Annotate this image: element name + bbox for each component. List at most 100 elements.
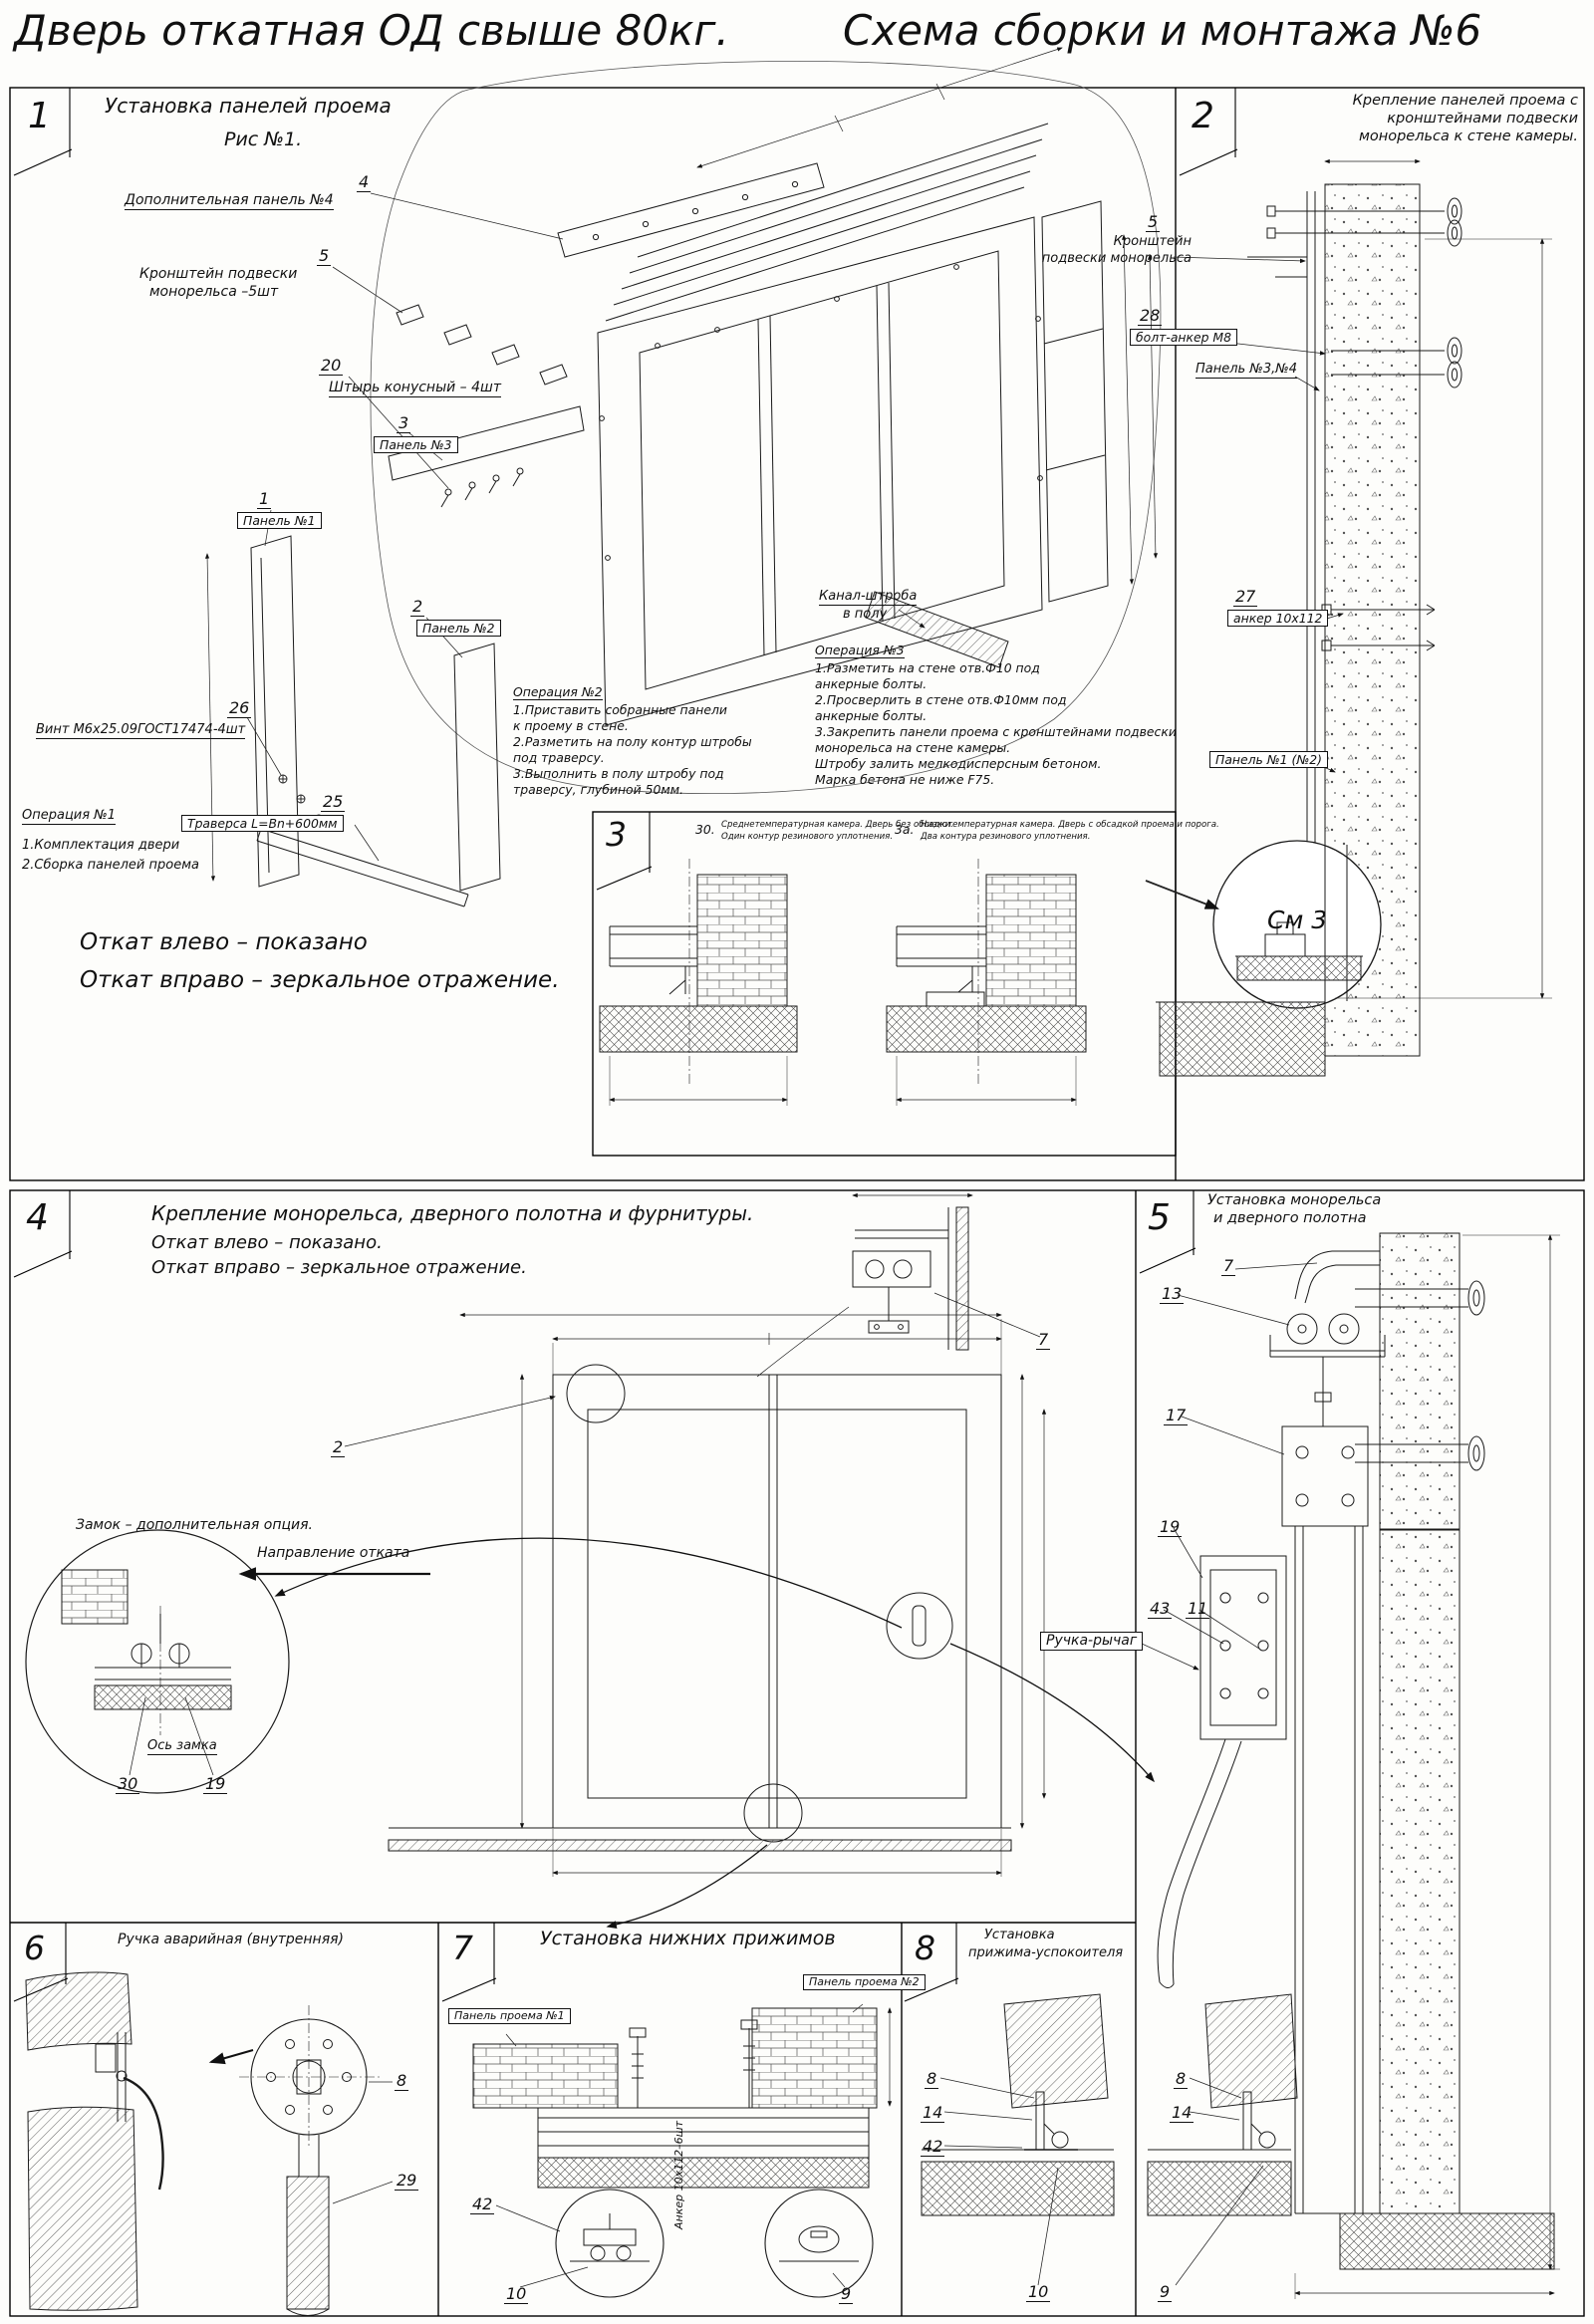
- s1-op3-line3: 2.Просверлить в стене отв.Ф10мм под: [815, 692, 1067, 707]
- section-3-number: 3: [606, 815, 627, 854]
- s1-op2-line6: траверсу, глубиной 50мм.: [513, 782, 684, 797]
- s6-callout-8: 8: [395, 2071, 409, 2092]
- s7-title: Установка нижних прижимов: [540, 1928, 836, 1949]
- s8-right-callout-9: 9: [1158, 2282, 1173, 2303]
- s8-title-1: Установка: [984, 1928, 1055, 1942]
- s2-title-line0: Крепление панелей проема с: [1352, 93, 1578, 109]
- s4-callout-2: 2: [331, 1437, 346, 1458]
- s4-door-drawing: [25, 1206, 1012, 1852]
- s5-callout-17: 17: [1164, 1406, 1189, 1426]
- s6-arrow: [208, 2049, 254, 2065]
- s1-op2-line5: 3.Выполнить в полу штробу под: [513, 766, 724, 781]
- s5-callout-43: 43: [1148, 1599, 1173, 1620]
- s1-op1-line1: 1.Комплектация двери: [22, 838, 180, 853]
- s1-callout-3: 3: [397, 413, 411, 434]
- s3-right-id: 3а.: [895, 822, 915, 837]
- s1-op3-line0: Операция №3: [815, 643, 905, 659]
- s2-wall-drawing: [1156, 183, 1462, 1077]
- s8-left-callout-10: 10: [1026, 2282, 1051, 2303]
- s4-callout-7: 7: [1036, 1330, 1051, 1351]
- s1-callout-26: 26: [227, 698, 252, 719]
- s2-label-panel12: Панель №1 (№2): [1209, 751, 1328, 769]
- s4-title: Крепление монорельса, дверного полотна и…: [151, 1201, 754, 1225]
- s2-dimensions: [1324, 158, 1552, 999]
- s1-callout-1: 1: [257, 489, 272, 510]
- s8-left-callout-14: 14: [921, 2103, 945, 2124]
- s2-label-bolt-anchor: болт-анкер М8: [1130, 329, 1238, 347]
- s1-op2-line4: под траверсу.: [513, 750, 605, 765]
- s5-callout-7: 7: [1221, 1256, 1236, 1277]
- s1-op1-line0: Операция №1: [22, 808, 116, 826]
- s5-handle-label: Ручка-рычаг: [1040, 1632, 1144, 1652]
- s4-sub1: Откат влево – показано.: [151, 1232, 383, 1253]
- s6-leaders: [332, 2081, 394, 2204]
- s1-op3-line5: 3.Закрепить панели проема с кронштейнами…: [815, 724, 1177, 739]
- s5-title-2: и дверного полотна: [1213, 1210, 1367, 1226]
- s1-op3-line6: монорельса на стене камеры.: [815, 740, 1011, 755]
- s7-callout-42: 42: [470, 2195, 495, 2215]
- s1-op3-line8: Марка бетона не ниже F75.: [815, 772, 995, 787]
- s1-callout-4: 4: [357, 172, 372, 193]
- s6-title: Ручка аварийная (внутренняя): [118, 1932, 345, 1947]
- s1-op2-line3: 2.Разметить на полу контур штробы: [513, 734, 752, 749]
- s6-callout-29: 29: [395, 2171, 419, 2192]
- s1-callout-5: 5: [317, 246, 332, 267]
- s1-op2-line0: Операция №2: [513, 684, 603, 701]
- section-5-number: 5: [1148, 1197, 1171, 1238]
- section-7-number: 7: [452, 1929, 473, 1967]
- s1-op3-line4: анкерные болты.: [815, 708, 928, 723]
- s1-label-panel1: Панель №1: [237, 512, 322, 530]
- s1-note1: Откат влево – показано: [80, 929, 368, 955]
- section-8-number: 8: [915, 1929, 935, 1967]
- s8-title-2: прижима-успокоителя: [968, 1945, 1124, 1960]
- s2-label-bracket-1: Кронштейн: [1113, 234, 1192, 249]
- s3-dimensions: [609, 1056, 1077, 1106]
- s4-lock-axis-label: Ось замка: [147, 1738, 217, 1756]
- s8-left-callout-42: 42: [921, 2137, 945, 2158]
- s5-leaders: [1141, 1262, 1318, 1671]
- section-2-number: 2: [1192, 96, 1214, 136]
- s1-callout-25: 25: [321, 792, 346, 813]
- s1-op2-line2: к проему в стене.: [513, 718, 629, 733]
- s1-label-panel4: Дополнительная панель №4: [125, 192, 334, 211]
- s4-leaders: [129, 1292, 1041, 1776]
- s2-label-panel34: Панель №3,№4: [1196, 362, 1298, 380]
- s1-label-panel3: Панель №3: [374, 436, 458, 454]
- s2-callout-28: 28: [1138, 306, 1163, 327]
- s3-details: [599, 859, 1087, 1086]
- s3-left-note-1: Один контур резинового уплотнения.: [721, 832, 894, 842]
- s3-right-note-1: Два контура резинового уплотнения.: [921, 832, 1091, 842]
- s8-right-callout-8: 8: [1174, 2069, 1189, 2090]
- s4-callout-30: 30: [116, 1774, 140, 1795]
- s8-damper-drawing: [921, 1993, 1298, 2216]
- s1-op3-line2: анкерные болты.: [815, 676, 928, 691]
- s1-label-screw: Винт М6х25.09ГОСТ17474-4шт: [36, 722, 246, 740]
- s1-op3-line7: Штробу залить мелкодисперсным бетоном.: [815, 756, 1102, 771]
- s2-title-line1: кронштейнами подвески: [1387, 111, 1578, 127]
- s1-op1-line2: 2.Сборка панелей проема: [22, 858, 199, 873]
- s2-label-anchor: анкер 10х112: [1227, 610, 1329, 628]
- s6-handle-drawing: [25, 1971, 381, 2316]
- section-6-number: 6: [24, 1929, 45, 1967]
- s2-callout-27: 27: [1233, 587, 1258, 608]
- s7-panel2-label: Панель проема №2: [803, 1974, 926, 1990]
- s4-sub2: Откат вправо – зеркальное отражение.: [151, 1257, 527, 1278]
- page-title-left: Дверь откатная ОД свыше 80кг.: [14, 6, 729, 55]
- s3-left-id: 30.: [695, 822, 715, 837]
- s1-label-bracket-2: монорельса –5шт: [149, 284, 279, 300]
- s1-op2-line1: 1.Приставить собранные панели: [513, 702, 727, 717]
- s2-see-3-reference: См 3: [1267, 905, 1328, 934]
- s7-clamps-drawing: [472, 2007, 878, 2298]
- s1-callout-20: 20: [319, 356, 344, 377]
- s1-label-panel2: Панель №2: [416, 620, 501, 638]
- s4-arrows: [238, 1537, 1156, 1929]
- s4-dimensions: [459, 1192, 1047, 1877]
- s2-title-line2: монорельса к стене камеры.: [1358, 129, 1578, 144]
- s1-note2: Откат вправо – зеркальное отражение.: [80, 967, 560, 993]
- s5-callout-19: 19: [1158, 1517, 1183, 1538]
- s1-isometric-drawing: [250, 61, 1162, 907]
- s2-callout-5: 5: [1146, 212, 1161, 233]
- section-number-marks: [13, 88, 1238, 2002]
- s1-label-pin: Штырь конусный – 4шт: [329, 380, 502, 398]
